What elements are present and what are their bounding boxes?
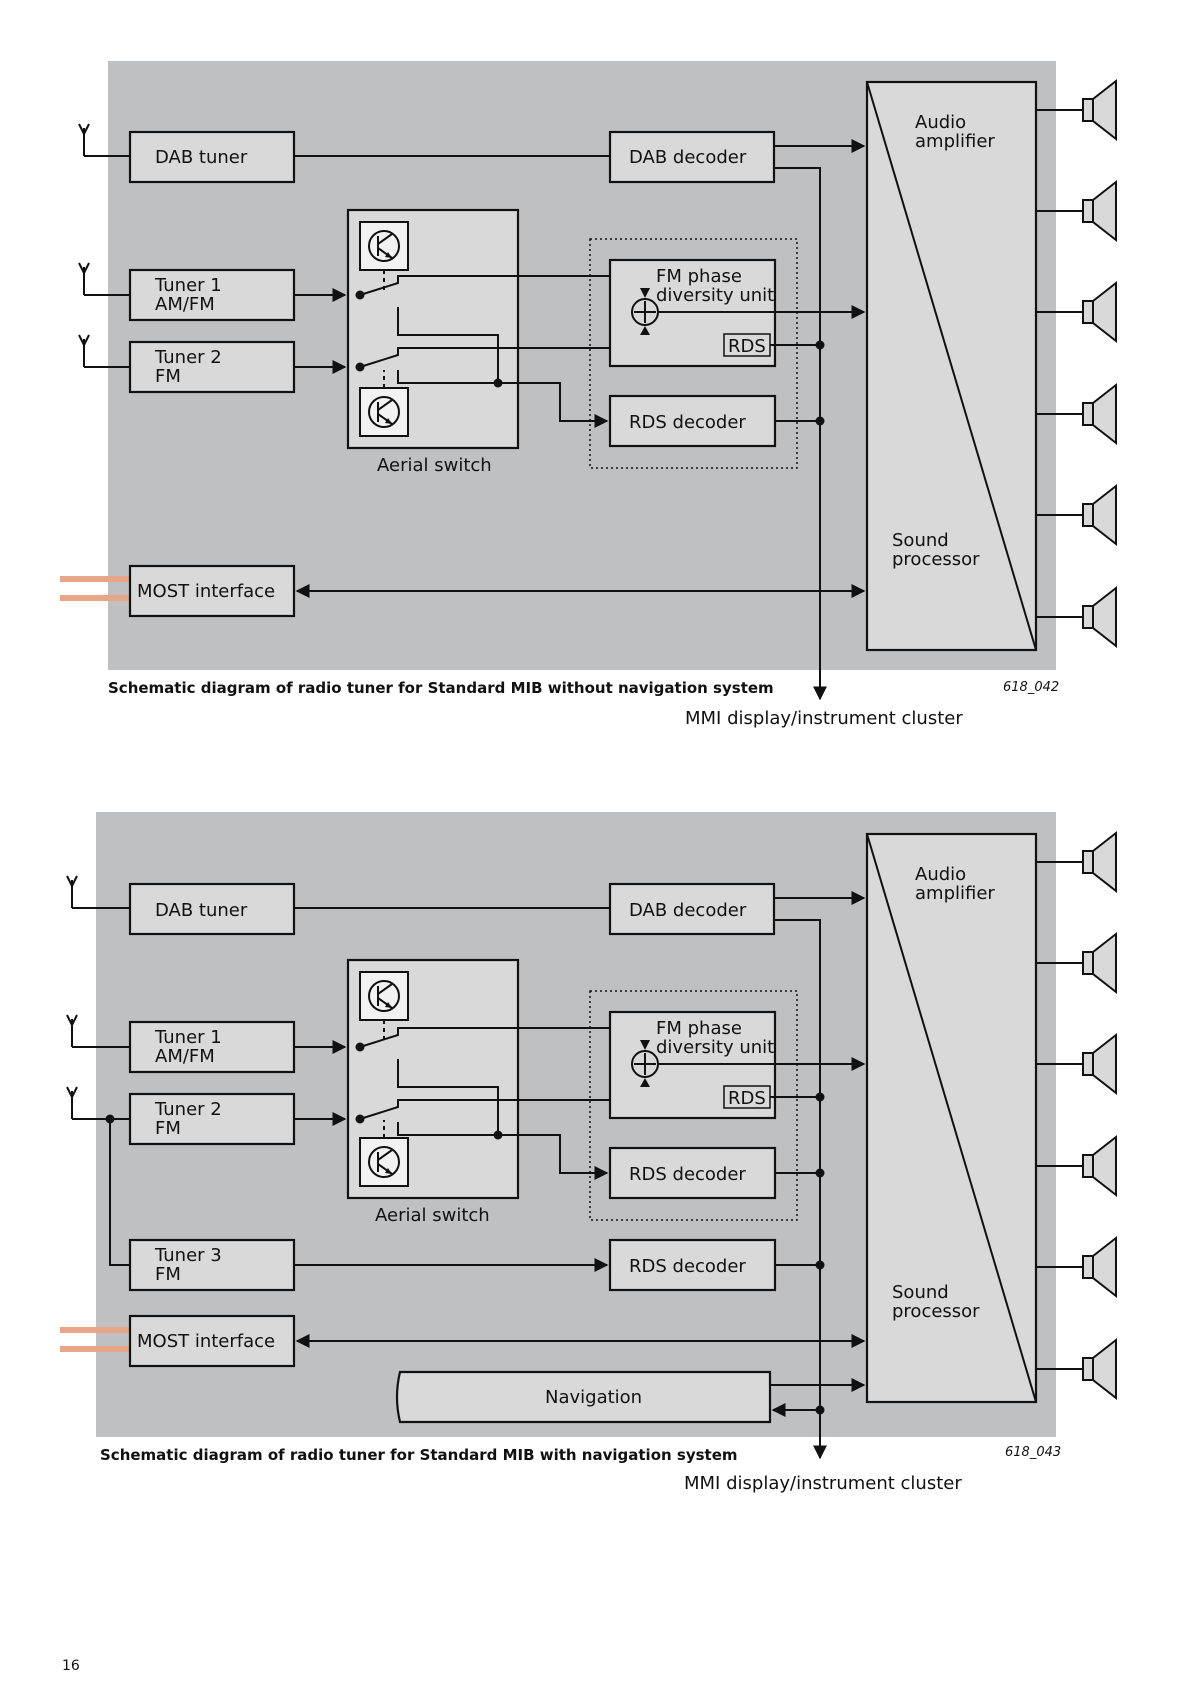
diagram1-figure-id: 618_042 (1003, 680, 1059, 695)
rds-decoder-label: RDS decoder (629, 1164, 746, 1185)
sound-processor-label-2: processor (892, 1301, 980, 1322)
diagram2-most-interface: MOST interface (128, 1314, 296, 1368)
diagram2-rds-decoder-2: RDS decoder (608, 1238, 777, 1292)
diagram2-rds-decoder-1: RDS decoder (608, 1146, 777, 1200)
dab-decoder-label: DAB decoder (629, 147, 747, 168)
diagram-without-navigation: DAB tuner Tuner 1 AM/FM Tuner 2 FM DAB d… (60, 61, 1117, 729)
most-interface-label: MOST interface (137, 1331, 275, 1352)
speaker-icon (1082, 384, 1117, 444)
audio-amplifier-label: Audio (915, 864, 966, 885)
diagram1-signal-lines (294, 139, 866, 701)
diagram2-antenna-tuner1 (66, 1014, 130, 1048)
dab-tuner-label: DAB tuner (155, 900, 248, 921)
sound-processor-label: Sound (892, 530, 949, 551)
speaker-icon (1082, 485, 1117, 545)
diagram1-fm-group-outline (589, 238, 798, 469)
diagram1-antenna-tuner2 (78, 334, 130, 368)
transistor-icon (359, 221, 409, 271)
audio-amplifier-label: Audio (915, 112, 966, 133)
diagram2-aerial-switch: Aerial switch (346, 958, 646, 1226)
diagram1-caption: Schematic diagram of radio tuner for Sta… (108, 679, 774, 697)
dab-tuner-label: DAB tuner (155, 147, 248, 168)
tuner1-label: Tuner 1 (154, 275, 222, 296)
fm-phase-label-2: diversity unit (656, 285, 774, 306)
speaker-icon (1082, 1034, 1117, 1094)
diagram1-fiber-cables (60, 576, 130, 601)
diagram2-fiber-cables (60, 1327, 130, 1352)
diagram2-antenna-tuner2 (66, 1086, 130, 1120)
speaker-icon (1082, 1237, 1117, 1297)
diagram2-figure-id: 618_043 (1005, 1445, 1061, 1460)
audio-amplifier-label-2: amplifier (915, 883, 995, 904)
tuner2-band-label: FM (155, 1118, 181, 1139)
transistor-icon (359, 1137, 409, 1187)
navigation-label: Navigation (545, 1387, 642, 1408)
fm-phase-label: FM phase (656, 1018, 742, 1039)
tuner2-label: Tuner 2 (154, 347, 222, 368)
sound-processor-label-2: processor (892, 549, 980, 570)
tuner1-label: Tuner 1 (154, 1027, 222, 1048)
rds-tag-label: RDS (728, 1088, 766, 1109)
diagram1-aerial-switch: Aerial switch (346, 208, 646, 476)
transistor-icon (359, 387, 409, 437)
rds-decoder-label: RDS decoder (629, 412, 746, 433)
diagram1-audio-amplifier-sound-processor: Audio amplifier Sound processor (865, 80, 1038, 652)
fm-phase-label-2: diversity unit (656, 1037, 774, 1058)
diagram1-antenna-tuner1 (78, 262, 130, 296)
tuner2-label: Tuner 2 (154, 1099, 222, 1120)
diagram2-navigation: Navigation (395, 1370, 772, 1424)
diagram2-fm-group-outline (589, 990, 798, 1221)
tuner1-band-label: AM/FM (155, 294, 215, 315)
speaker-icon (1082, 1136, 1117, 1196)
rds-decoder-label: RDS decoder (629, 1256, 746, 1277)
diagram2-tuner1: Tuner 1 AM/FM (128, 1020, 296, 1074)
speaker-icon (1082, 587, 1117, 647)
aerial-switch-label: Aerial switch (375, 1205, 490, 1226)
tuner2-band-label: FM (155, 366, 181, 387)
diagram1-tuner1: Tuner 1 AM/FM (128, 268, 296, 322)
tuner3-label: Tuner 3 (154, 1245, 222, 1266)
diagram2-signal-lines (105, 891, 866, 1460)
diagram1-dab-tuner: DAB tuner (128, 130, 296, 184)
diagram2-speakers (1036, 832, 1117, 1399)
diagram1-speakers (1036, 80, 1117, 647)
diagram2-mmi-display-label: MMI display/instrument cluster (684, 1473, 962, 1494)
diagram1-rds-decoder: RDS decoder (608, 394, 777, 448)
audio-amplifier-label-2: amplifier (915, 131, 995, 152)
diagram1-dab-decoder: DAB decoder (608, 130, 776, 184)
diagram2-dab-tuner: DAB tuner (128, 882, 296, 936)
diagram2-caption: Schematic diagram of radio tuner for Sta… (100, 1446, 738, 1464)
aerial-switch-label: Aerial switch (377, 455, 492, 476)
speaker-icon (1082, 832, 1117, 892)
diagram1-antenna-dab (78, 123, 130, 157)
transistor-icon (359, 971, 409, 1021)
tuner3-band-label: FM (155, 1264, 181, 1285)
diagram1-mmi-display-label: MMI display/instrument cluster (685, 708, 963, 729)
speaker-icon (1082, 181, 1117, 241)
speaker-icon (1082, 282, 1117, 342)
rds-tag-label: RDS (728, 336, 766, 357)
speaker-icon (1082, 933, 1117, 993)
diagram2-tuner2: Tuner 2 FM (128, 1092, 296, 1146)
dab-decoder-label: DAB decoder (629, 900, 747, 921)
fm-phase-label: FM phase (656, 266, 742, 287)
sound-processor-label: Sound (892, 1282, 949, 1303)
tuner1-band-label: AM/FM (155, 1046, 215, 1067)
diagram2-audio-amplifier-sound-processor: Audio amplifier Sound processor (865, 832, 1038, 1404)
diagram1-most-interface: MOST interface (128, 564, 296, 618)
diagram-with-navigation: DAB tuner Tuner 1 AM/FM Tuner 2 FM Tuner… (60, 812, 1117, 1494)
diagram2-dab-decoder: DAB decoder (608, 882, 776, 936)
most-interface-label: MOST interface (137, 581, 275, 602)
speaker-icon (1082, 1339, 1117, 1399)
diagram1-tuner2: Tuner 2 FM (128, 340, 296, 394)
diagram2-tuner3: Tuner 3 FM (128, 1238, 296, 1292)
diagram2-antenna-dab (66, 875, 130, 909)
page-number: 16 (62, 1658, 80, 1674)
speaker-icon (1082, 80, 1117, 140)
